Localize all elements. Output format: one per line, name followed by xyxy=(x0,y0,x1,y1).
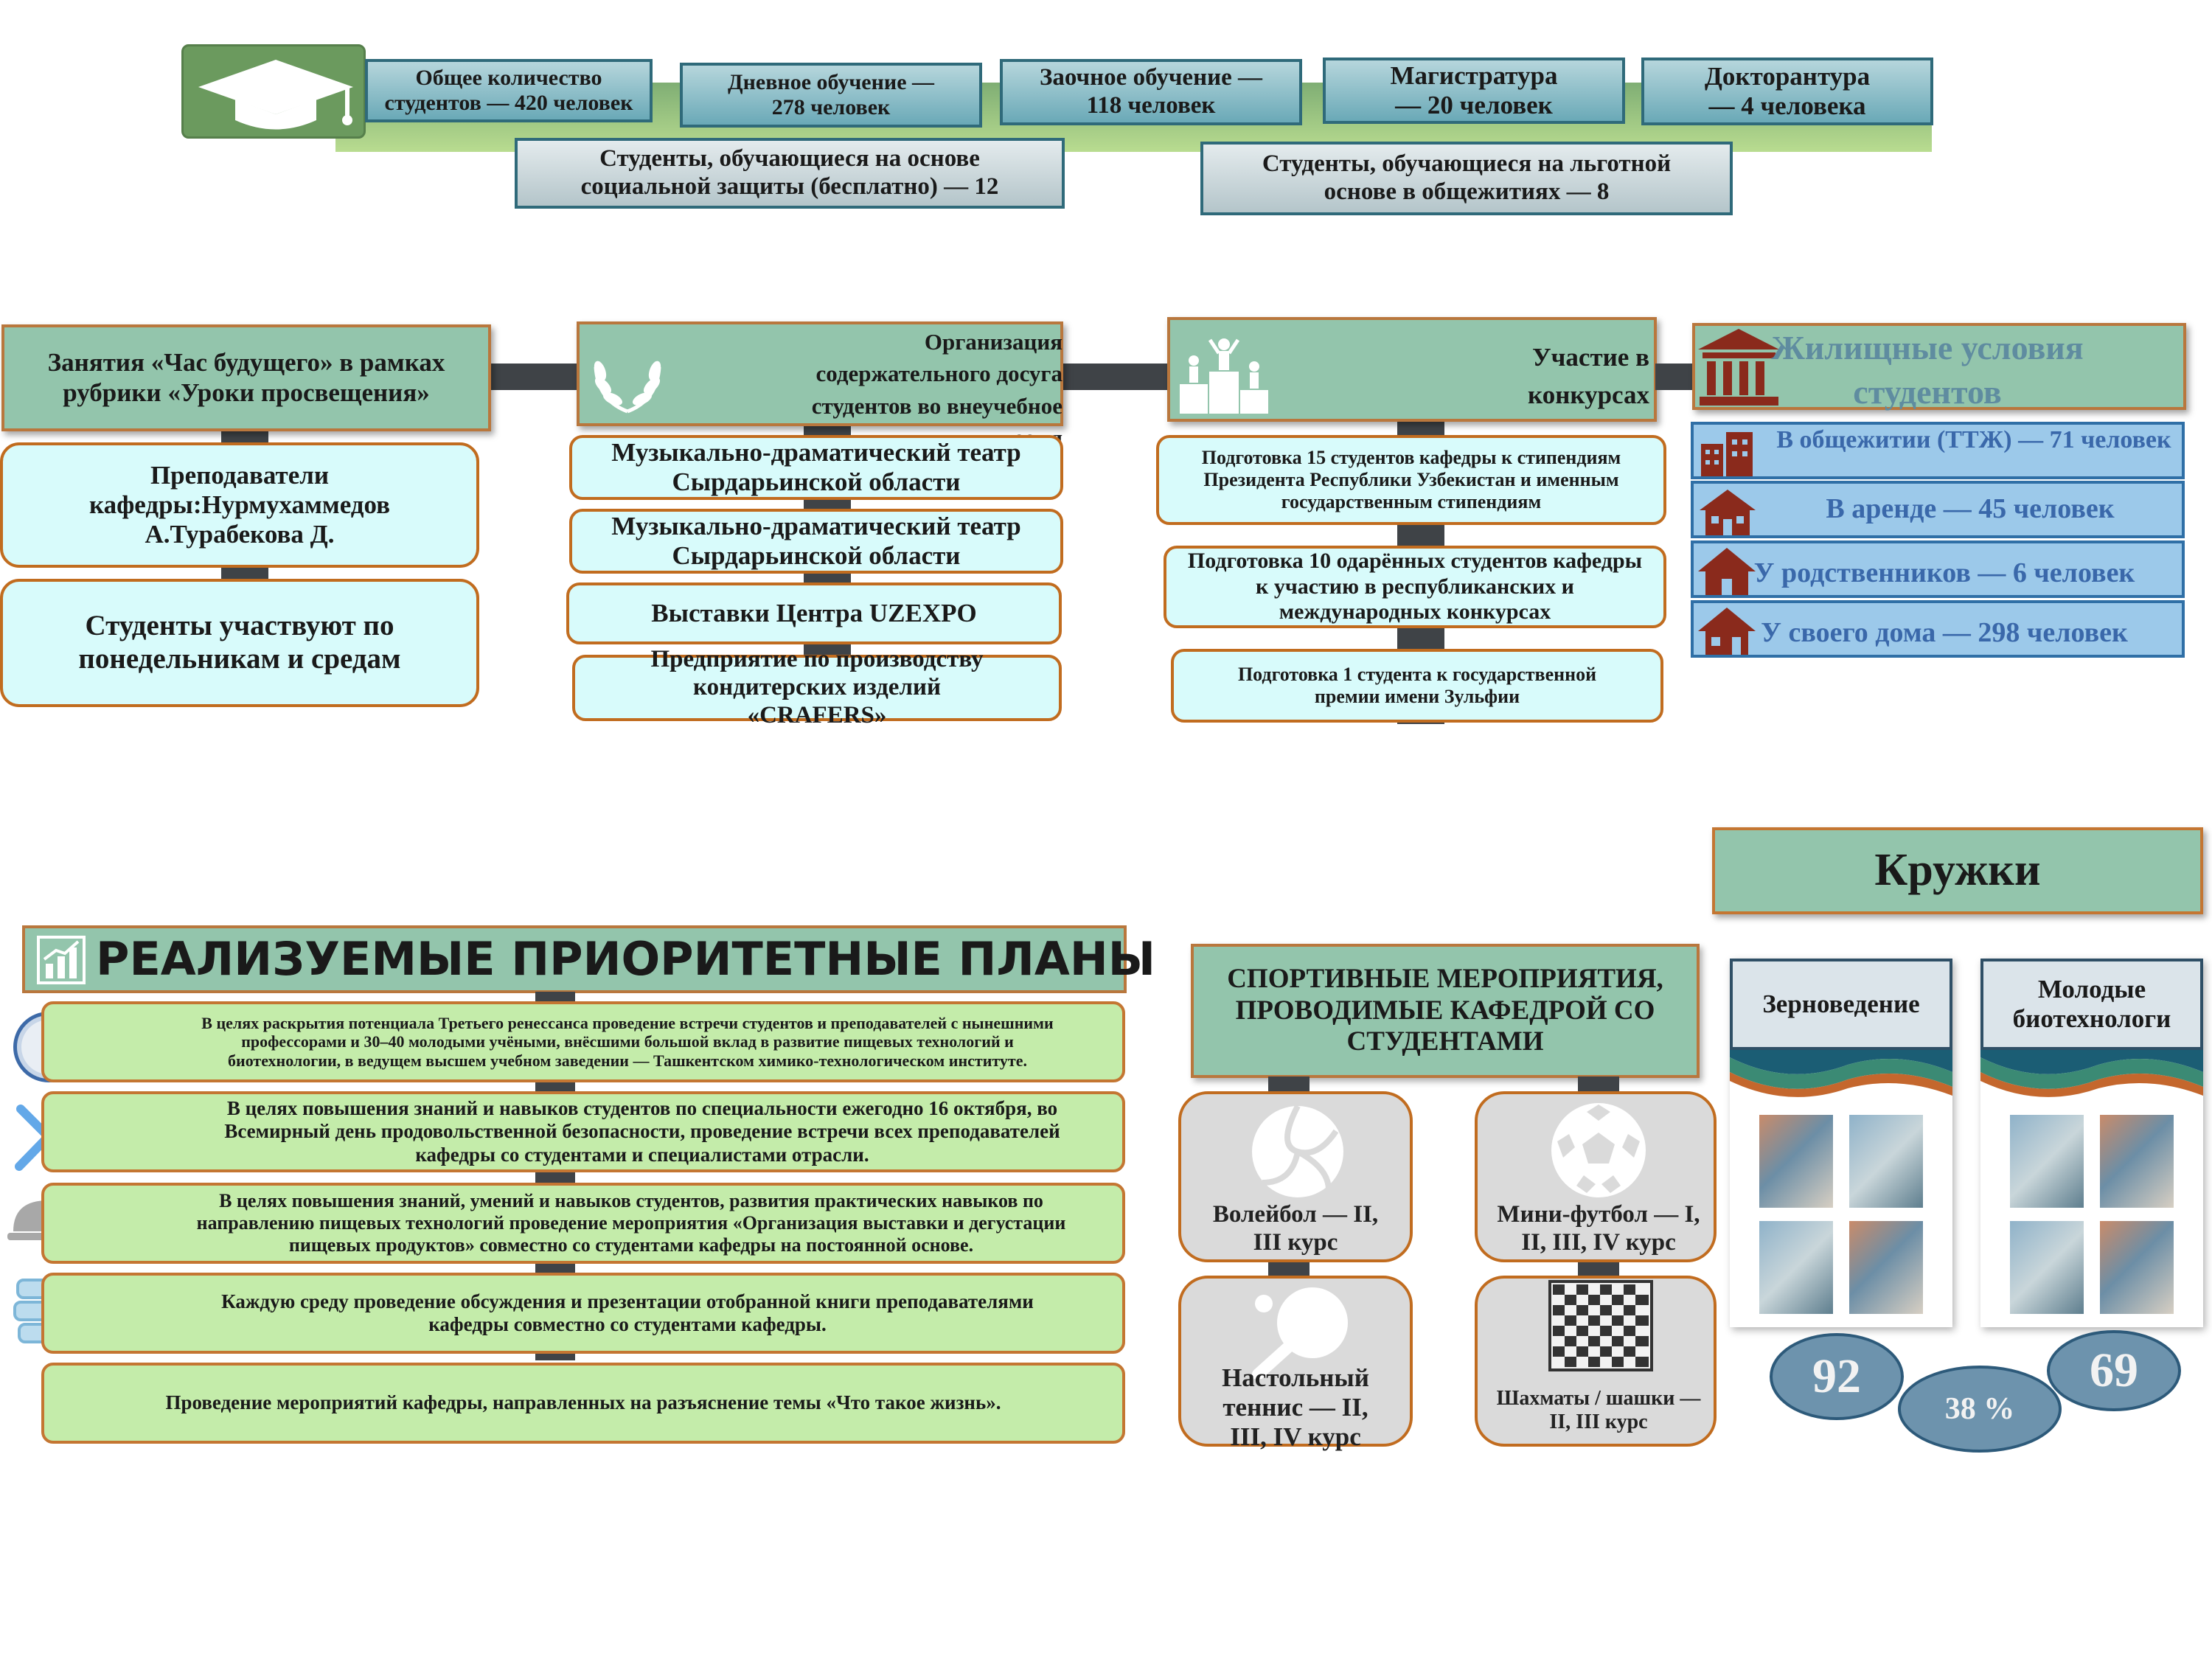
club-count: 69 xyxy=(2047,1330,2181,1411)
table-tennis-icon xyxy=(1252,1287,1348,1379)
graduation-cap-badge xyxy=(181,44,366,139)
club-photo xyxy=(1849,1221,1923,1314)
leisure-item: Выставки Центра UZEXPO xyxy=(566,582,1062,644)
leisure-header: Организация содержательного досуга студе… xyxy=(577,321,1063,451)
club-photo xyxy=(2010,1115,2084,1208)
contests-header-text: Участие в конкурсах xyxy=(1528,343,1649,409)
plan-item: В целях повышения знаний, умений и навык… xyxy=(41,1183,1125,1264)
teachers-box: Преподаватели кафедры:Нурмухаммедов А.Ту… xyxy=(0,442,479,568)
plan-item: Каждую среду проведение обсуждения и пре… xyxy=(41,1273,1125,1354)
club-card: Зерноведение xyxy=(1730,959,1952,1327)
housing-row: В аренде — 45 человек xyxy=(1691,481,2185,538)
sport-volleyball: Волейбол — II, III курс xyxy=(1178,1091,1413,1262)
sport-label: Шахматы / шашки — II, III курс xyxy=(1496,1386,1701,1433)
club-photo xyxy=(1849,1115,1923,1208)
institution-building-icon xyxy=(1698,329,1779,406)
graduation-cap-icon xyxy=(198,60,353,130)
club-photo xyxy=(2100,1115,2174,1208)
plan-item: В целях повышения знаний и навыков студе… xyxy=(41,1091,1125,1172)
housing-label: У своего дома — 298 человек xyxy=(1761,617,2128,648)
sport-label: Мини-футбол — I, II, III, IV курс xyxy=(1497,1200,1700,1256)
volleyball-icon xyxy=(1252,1105,1343,1197)
laurel-wreath-icon xyxy=(594,361,661,414)
leisure-item: Музыкально-драматический театр Сырдарьин… xyxy=(569,509,1063,574)
podium-icon xyxy=(1180,338,1268,414)
leisure-item: Предприятие по производству кондитерских… xyxy=(572,646,1062,728)
leisure-item: Музыкально-драматический театр Сырдарьин… xyxy=(569,435,1063,500)
contests-header: Участие в конкурсах xyxy=(1167,317,1657,422)
housing-row: У родственников — 6 человек xyxy=(1691,540,2185,598)
leisure-header-text: Организация содержательного досуга студе… xyxy=(811,329,1062,451)
plan-item: Проведение мероприятий кафедры, направле… xyxy=(41,1363,1125,1444)
club-photo xyxy=(1759,1221,1833,1314)
soccer-ball-icon xyxy=(1551,1103,1646,1197)
sport-mini-football: Мини-футбол — I, II, III, IV курс xyxy=(1475,1091,1717,1262)
wave-decoration xyxy=(1980,1050,2203,1097)
stat-benefit-dormitory: Студенты, обучающиеся на льготной основе… xyxy=(1200,142,1733,215)
house-icon xyxy=(1698,608,1756,655)
apartment-building-icon xyxy=(1701,432,1753,476)
club-photo xyxy=(1759,1115,1833,1208)
plans-title: РЕАЛИЗУЕМЫЕ ПРИОРИТЕТНЫЕ ПЛАНЫ xyxy=(96,932,1155,986)
plans-title-bar: РЕАЛИЗУЕМЫЕ ПРИОРИТЕТНЫЕ ПЛАНЫ xyxy=(22,925,1155,993)
chessboard-icon xyxy=(1548,1280,1653,1371)
housing-label: В общежитии (ТТЖ) — 71 человек xyxy=(1776,426,2171,453)
clubs-header: Кружки xyxy=(1712,827,2203,914)
club-photo xyxy=(2100,1221,2174,1314)
schedule-box: Студенты участвуют по понедельникам и ср… xyxy=(0,579,479,707)
sport-label: Волейбол — II, III курс xyxy=(1212,1200,1379,1256)
stat-total-students: Общее количество студентов — 420 человек xyxy=(365,59,653,122)
housing-row: У своего дома — 298 человек xyxy=(1691,600,2185,658)
club-title: Зерноведение xyxy=(1730,959,1952,1050)
future-hour-header: Занятия «Час будущего» в рамках рубрики … xyxy=(1,324,491,431)
stat-social-protection: Студенты, обучающиеся на основе социальн… xyxy=(515,138,1065,209)
stat-doctoral: Докторантура — 4 человека xyxy=(1641,58,1933,125)
sport-table-tennis: Настольный теннис — II, III, IV курс xyxy=(1178,1276,1413,1452)
housing-header-text: Жилищные условия студентов xyxy=(1771,329,2084,411)
bar-chart-icon xyxy=(37,936,86,984)
housing-row: В общежитии (ТТЖ) — 71 человек xyxy=(1691,422,2185,479)
contest-item: Подготовка 10 одарённых студентов кафедр… xyxy=(1164,546,1666,628)
contest-item: Подготовка 1 студента к государственной … xyxy=(1171,649,1663,723)
housing-header: Жилищные условия студентов xyxy=(1692,323,2186,411)
sports-header: СПОРТИВНЫЕ МЕРОПРИЯТИЯ, ПРОВОДИМЫЕ КАФЕД… xyxy=(1191,944,1700,1078)
plan-item: В целях раскрытия потенциала Третьего ре… xyxy=(41,1001,1125,1082)
housing-label: У родственников — 6 человек xyxy=(1753,557,2135,588)
club-percent: 38 % xyxy=(1898,1366,2062,1453)
club-card: Молодые биотехнологи xyxy=(1980,959,2203,1327)
club-title: Молодые биотехнологи xyxy=(1980,959,2203,1050)
sport-chess: Шахматы / шашки — II, III курс xyxy=(1475,1276,1717,1447)
stat-masters: Магистратура — 20 человек xyxy=(1323,58,1625,124)
wave-decoration xyxy=(1730,1050,1952,1097)
stat-extramural: Заочное обучение — 118 человек xyxy=(1000,59,1302,125)
contest-item: Подготовка 15 студентов кафедры к стипен… xyxy=(1156,435,1666,525)
housing-label: В аренде — 45 человек xyxy=(1826,493,2115,525)
sport-label: Настольный теннис — II, III, IV курс xyxy=(1222,1363,1369,1452)
club-count: 92 xyxy=(1770,1333,1904,1420)
house-icon xyxy=(1698,548,1756,595)
house-icon xyxy=(1700,490,1756,535)
club-photo xyxy=(2010,1221,2084,1314)
stat-daytime: Дневное обучение — 278 человек xyxy=(680,63,982,128)
